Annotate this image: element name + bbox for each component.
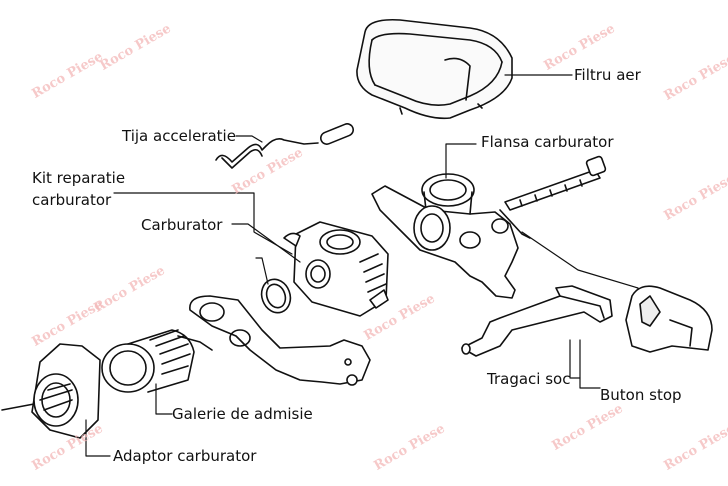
choke-trigger-part [461,285,613,357]
label-flansa-carburator: Flansa carburator [481,133,614,151]
label-adaptor-carburator: Adaptor carburator [113,447,257,465]
throttle-rod-part [215,123,354,169]
intake-manifold-part [101,329,213,393]
long-bolt-part [499,155,607,239]
air-filter-part [356,18,513,120]
mounting-bracket-part [189,295,371,386]
carburetor-part [283,221,389,317]
leader-lines [85,74,639,457]
label-buton-stop: Buton stop [600,386,682,404]
gasket-ring-part [260,278,292,314]
label-filtru-aer: Filtru aer [574,66,641,84]
label-kit-reparatie-line1: Kit reparatie [32,169,126,187]
label-carburator: Carburator [141,216,223,234]
label-kit-reparatie-line2: carburator [32,191,112,209]
label-tragaci-soc: Tragaci soc [487,370,571,388]
label-tija-acceleratie: Tija acceleratie [122,127,236,145]
carburetor-adapter-part [1,343,101,439]
carburetor-flange-part [371,173,519,299]
stop-button-part [625,285,713,353]
label-galerie-admisie: Galerie de admisie [172,405,313,423]
